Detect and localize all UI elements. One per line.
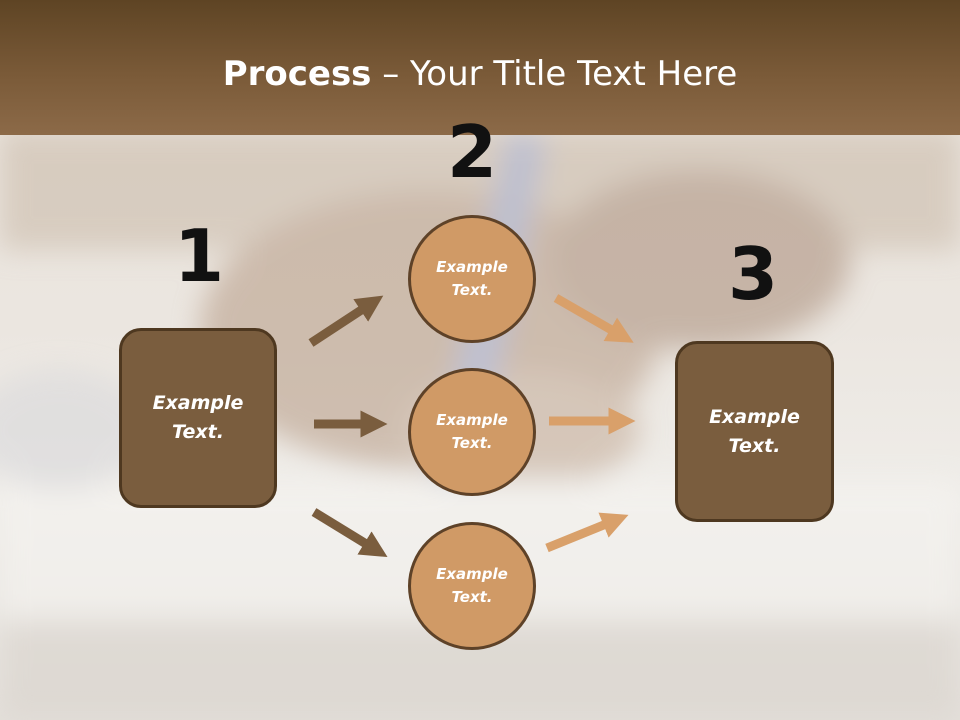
step-3-box: Example Text. [675,341,834,522]
title-bold: Process [222,54,372,94]
step-3-text: Example Text. [709,405,800,457]
slide-title: Process – Your Title Text Here [0,52,960,96]
arrow-top-to-3 [553,294,634,343]
step-2-text-bottom: Example Text. [436,565,508,606]
title-band [0,0,960,135]
step-number-3: 3 [727,232,779,316]
step-1-box: Example Text. [119,328,277,508]
step-number-1: 1 [173,214,225,298]
title-rest: – Your Title Text Here [371,54,738,94]
step-number-2: 2 [446,110,498,194]
arrow-bottom-to-3 [545,512,629,553]
step-2-circle-bottom: Example Text. [408,522,536,650]
arrow-1-to-top [308,295,384,347]
step-1-text: Example Text. [152,392,244,443]
step-2-text-middle: Example Text. [436,411,508,452]
arrow-1-to-bottom [311,508,388,558]
step-2-circle-top: Example Text. [408,215,536,343]
step-2-text-top: Example Text. [436,258,508,299]
step-2-circle-middle: Example Text. [408,368,536,496]
